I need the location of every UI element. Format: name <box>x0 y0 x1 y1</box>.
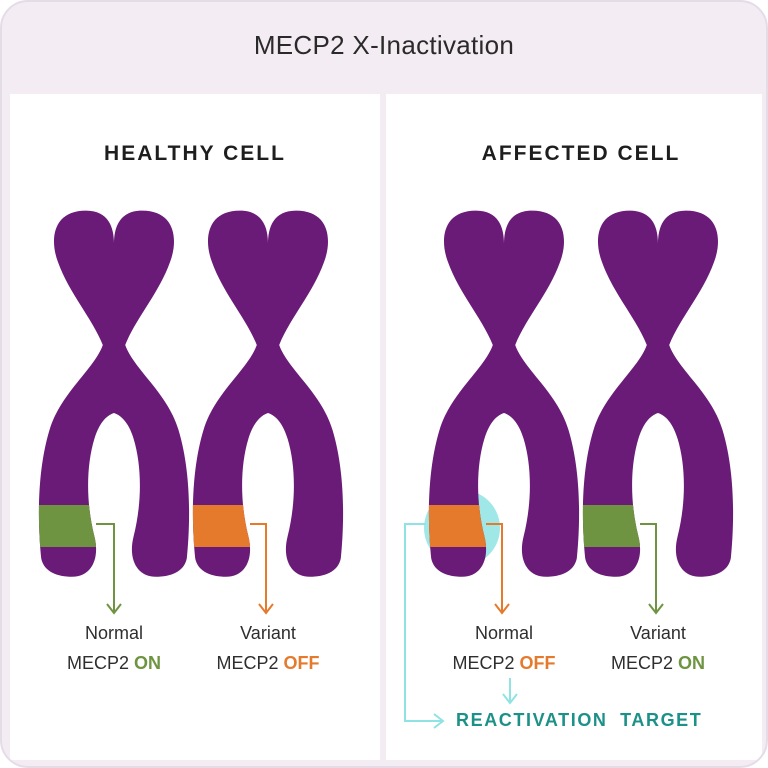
arrow-affected-normal <box>486 523 503 612</box>
affected-normal-chromosome <box>428 210 580 577</box>
healthy-variant-allele-label: Variant <box>240 623 296 643</box>
arrow-reactivation-loop <box>404 523 442 722</box>
healthy-variant-chromosome <box>192 210 344 577</box>
arrow-healthy-variant <box>250 523 267 612</box>
affected-normal-state-label: MECP2 OFF <box>452 653 556 673</box>
state-on: ON <box>678 653 706 673</box>
normal-band <box>38 505 102 547</box>
diagram-title: MECP2 X-Inactivation <box>253 30 515 60</box>
healthy-cell-heading: HEALTHY CELL <box>104 142 286 165</box>
affected-variant-allele-label: Variant <box>630 623 686 643</box>
active-band <box>582 505 646 547</box>
affected-cell-heading: AFFECTED CELL <box>481 142 681 165</box>
arrow-healthy-normal <box>96 523 115 612</box>
healthy-normal-chromosome <box>38 210 190 577</box>
healthy-variant-state-label: MECP2 OFF <box>216 653 320 673</box>
panel-divider <box>380 94 386 760</box>
state-off: OFF <box>283 653 320 673</box>
arrow-affected-variant <box>640 523 657 612</box>
state-on: ON <box>134 653 162 673</box>
reactivation-target-label: REACTIVATION TARGET <box>456 710 703 730</box>
affected-variant-chromosome <box>582 210 734 577</box>
variant-band <box>192 505 256 547</box>
healthy-normal-allele-label: Normal <box>84 623 143 643</box>
healthy-normal-state-label: MECP2 ON <box>66 653 162 673</box>
affected-variant-state-label: MECP2 ON <box>610 653 706 673</box>
affected-normal-allele-label: Normal <box>474 623 533 643</box>
state-off: OFF <box>519 653 556 673</box>
